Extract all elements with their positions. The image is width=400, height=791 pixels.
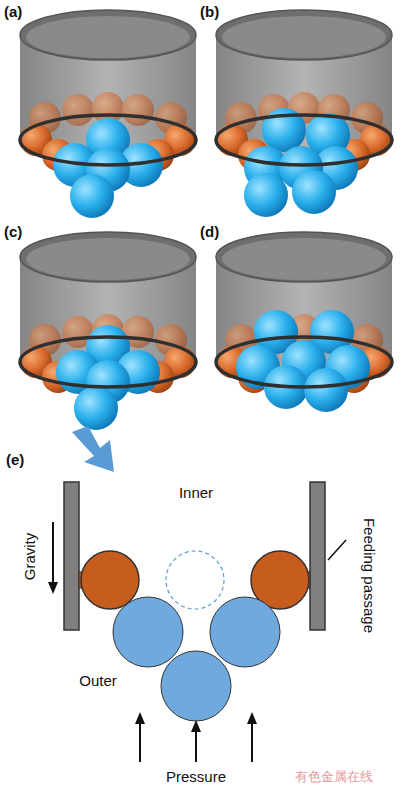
watermark: 有色金属在线 bbox=[295, 770, 373, 783]
region-label: Inner bbox=[179, 485, 213, 500]
panel-label: (e) bbox=[6, 452, 24, 467]
force-label: Pressure bbox=[166, 769, 226, 784]
force-label: Gravity bbox=[22, 532, 37, 580]
panel-label: (d) bbox=[200, 224, 219, 239]
panel-label: (a) bbox=[4, 4, 22, 19]
region-label: Outer bbox=[79, 673, 117, 688]
part-label: Feeding passage bbox=[363, 517, 378, 632]
panel-label: (b) bbox=[200, 4, 219, 19]
panel-label: (c) bbox=[4, 224, 22, 239]
